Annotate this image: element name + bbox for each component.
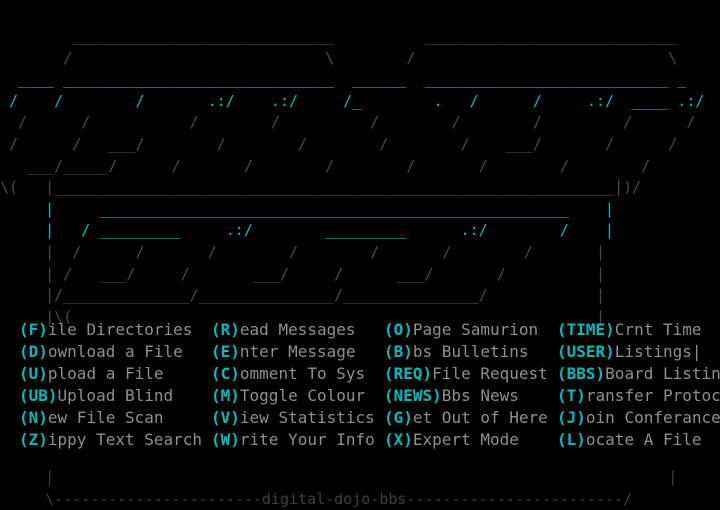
footer-board-name: \-----------------------digital-dojo-bbs… [0,489,633,508]
menu-row: (U)pload a File(C)omment To Sys(REQ)File… [0,363,720,385]
menu-item-w[interactable]: (W)rite Your Info [211,429,384,451]
menu-item-key: (W) [211,430,240,449]
menu-item-label: ransfer Protocol [585,386,720,405]
menu-item-key: (R) [211,320,240,339]
menu-item-d[interactable]: (D)ownload a File [19,341,211,363]
ascii-art-line: / / / .:/ .:/ /_ . / / .:/ ____ .:/ [9,91,705,110]
footer-frame: | | \-----------------------digital-dojo… [0,467,720,510]
menu-item-label: Crnt Time [614,320,702,339]
menu-item-news[interactable]: (NEWS)Bbs News [384,385,557,407]
bbs-terminal-screen: _____________________________ __________… [0,27,720,508]
menu-item-key: (N) [19,408,48,427]
ascii-art-line: / / / / / / / / / [18,113,696,132]
menu-item-key: (U) [19,364,48,383]
menu-item-label: Board Listings [605,364,720,383]
menu-item-label: ead Messages [239,320,356,339]
menu-item-o[interactable]: (O)Page Samurion [384,319,557,341]
menu-item-label: ew File Scan [47,408,164,427]
menu-item-z[interactable]: (Z)ippy Text Search [19,429,211,451]
menu-item-label: Toggle Colour [239,386,366,405]
ascii-art-line: | / ___/ / ___/ / ___/ / | [45,264,606,283]
ascii-art-line: / / ___/ / / / / ___/ / / [9,134,678,153]
menu-item-label: ocate A File [585,430,702,449]
menu-item-label: omment To Sys [239,364,366,383]
menu-item-n[interactable]: (N)ew File Scan [19,407,211,429]
menu-item-label: nter Message [239,342,356,361]
ascii-art-line: / \ / \ [63,48,678,67]
menu-item-label: iew Statistics [239,408,375,427]
menu-item-x[interactable]: (X)Expert Mode [384,429,557,451]
ascii-art-line: | / _________ .:/ _________ .:/ / | [45,221,615,240]
menu-item-key: (J) [557,408,586,427]
menu-item-g[interactable]: (G)et Out of Here [384,407,557,429]
menu-item-bbs[interactable]: (BBS)Board Listings [557,363,720,385]
menu-item-ub[interactable]: (UB)Upload Blind [19,385,211,407]
menu-item-label: Listings| [614,342,702,361]
menu-item-label: oin Conferance [585,408,720,427]
ascii-art-line: ___/_____/ / / / / / / / [27,156,651,175]
menu-item-key: (TIME) [557,320,615,339]
menu-item-c[interactable]: (C)omment To Sys [211,363,384,385]
menu-item-label: ile Directories [47,320,193,339]
menu-item-label: ippy Text Search [47,430,203,449]
menu-item-key: (M) [211,386,240,405]
menu-item-r[interactable]: (R)ead Messages [211,319,384,341]
menu-item-key: (NEWS) [384,386,442,405]
menu-item-label: Upload Blind [57,386,174,405]
ascii-art-line: |\( | [45,307,606,326]
menu-item-u[interactable]: (U)pload a File [19,363,211,385]
ascii-art-line: \( |____________________________________… [0,178,642,197]
menu-item-key: (USER) [557,342,615,361]
menu-item-key: (B) [384,342,413,361]
menu-item-label: pload a File [47,364,164,383]
menu-item-key: (X) [384,430,413,449]
menu-item-key: (G) [384,408,413,427]
menu-item-label: Expert Mode [412,430,519,449]
menu-row: (D)ownload a File(E)nter Message(B)bs Bu… [0,341,720,363]
menu-item-key: (UB) [19,386,58,405]
menu-item-key: (REQ) [384,364,433,383]
menu-item-key: (V) [211,408,240,427]
menu-item-label: bs Bulletins [412,342,529,361]
menu-item-label: Page Samurion [412,320,539,339]
menu-item-b[interactable]: (B)bs Bulletins [384,341,557,363]
ascii-art-line: ____ ______________________________ ____… [18,70,687,89]
menu-row: (Z)ippy Text Search(W)rite Your Info(X)E… [0,429,720,451]
menu-row: (UB)Upload Blind(M)Toggle Colour(NEWS)Bb… [0,385,720,407]
menu-item-label: File Request [432,364,548,383]
menu-item-m[interactable]: (M)Toggle Colour [211,385,384,407]
ascii-art-line: _____________________________ __________… [72,27,678,45]
menu-item-key: (E) [211,342,240,361]
menu-item-j[interactable]: (J)oin Conferance [557,407,720,429]
menu-row: (F)ile Directories(R)ead Messages(O)Page… [0,319,720,341]
menu-item-label: ownload a File [47,342,183,361]
menu-item-t[interactable]: (T)ransfer Protocol [557,385,720,407]
command-menu: (F)ile Directories(R)ead Messages(O)Page… [0,319,720,451]
menu-item-key: (Z) [19,430,48,449]
ascii-art-logo: _____________________________ __________… [0,27,705,326]
ascii-art-line: | ______________________________________… [45,199,615,218]
menu-item-key: (D) [19,342,48,361]
menu-item-f[interactable]: (F)ile Directories [19,319,211,341]
menu-item-req[interactable]: (REQ)File Request [384,363,557,385]
menu-item-l[interactable]: (L)ocate A File [557,429,702,451]
menu-item-label: et Out of Here [412,408,548,427]
menu-item-time[interactable]: (TIME)Crnt Time [557,319,702,341]
menu-item-v[interactable]: (V)iew Statistics [211,407,384,429]
ascii-art-line: |/______________/_______________/_______… [45,286,606,305]
menu-item-user[interactable]: (USER)Listings| [557,341,702,363]
menu-item-key: (T) [557,386,586,405]
ascii-art-line: | / / / / / / / | [45,242,606,261]
menu-item-key: (O) [384,320,413,339]
menu-item-key: (F) [19,320,48,339]
menu-item-key: (L) [557,430,586,449]
menu-item-key: (C) [211,364,240,383]
menu-item-label: rite Your Info [239,430,375,449]
menu-item-label: Bbs News [441,386,519,405]
menu-row: (N)ew File Scan(V)iew Statistics(G)et Ou… [0,407,720,429]
menu-item-e[interactable]: (E)nter Message [211,341,384,363]
menu-item-key: (BBS) [557,364,606,383]
footer-pipes: | | [45,468,678,486]
